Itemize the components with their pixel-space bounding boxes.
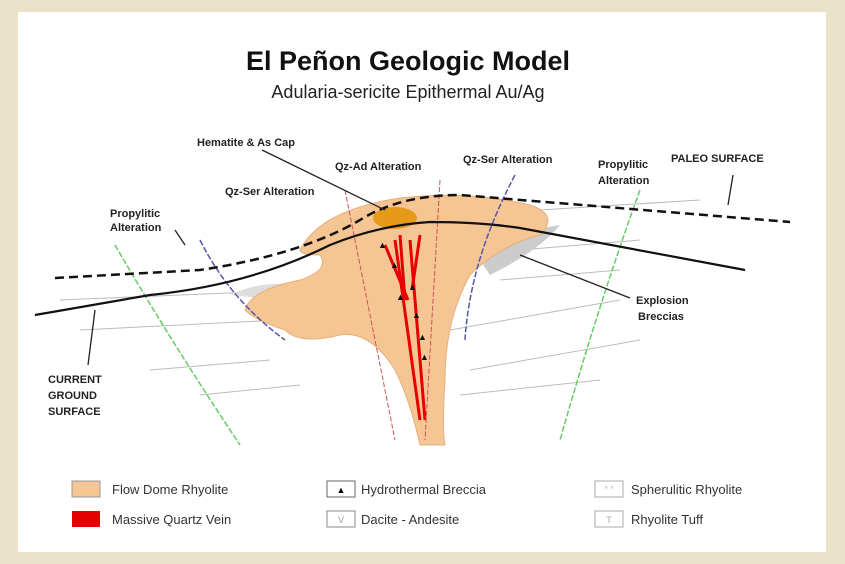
propylitic-boundary-right bbox=[559, 189, 641, 441]
svg-text:▲: ▲ bbox=[378, 240, 387, 250]
label-explosion: Explosion bbox=[636, 295, 689, 307]
label-propylitic-left: Propylitic bbox=[110, 208, 160, 220]
legend-swatch-quartz-vein bbox=[72, 511, 100, 527]
label-propylitic-right-2: Alteration bbox=[598, 175, 650, 187]
svg-text:▲: ▲ bbox=[418, 332, 427, 342]
legend-swatch-dacite bbox=[326, 510, 356, 528]
label-ground: GROUND bbox=[48, 390, 97, 402]
legend-swatch-spherulitic bbox=[594, 480, 624, 498]
qz-ser-boundary-right bbox=[464, 174, 516, 341]
legend-label: Massive Quartz Vein bbox=[112, 512, 231, 527]
legend-label: Flow Dome Rhyolite bbox=[112, 482, 228, 497]
propylitic-boundary-left bbox=[114, 244, 241, 446]
legend-swatch-flow-dome bbox=[71, 480, 101, 498]
qz-ad-boundary-left bbox=[344, 189, 396, 441]
legend-label: Rhyolite Tuff bbox=[631, 512, 703, 527]
legend-label: Dacite - Andesite bbox=[361, 512, 459, 527]
legend-label: Hydrothermal Breccia bbox=[361, 482, 487, 497]
svg-text:▲: ▲ bbox=[420, 352, 429, 362]
legend-swatch-tuff bbox=[594, 510, 624, 528]
breccia-symbol-icon: ▲ bbox=[337, 485, 346, 495]
massive-quartz-vein bbox=[383, 234, 427, 421]
leader-lines bbox=[87, 149, 734, 366]
breccia-symbols: ▲▲▲ ▲▲▲▲ bbox=[378, 240, 429, 362]
label-propylitic-left-2: Alteration bbox=[110, 222, 162, 234]
label-qz-ad: Qz-Ad Alteration bbox=[335, 161, 422, 173]
label-surface: SURFACE bbox=[48, 406, 101, 418]
svg-text:▲: ▲ bbox=[408, 282, 417, 292]
explosion-breccia-zone bbox=[480, 225, 560, 275]
svg-text:▲: ▲ bbox=[412, 310, 421, 320]
spherulitic-symbol-icon: ° ° bbox=[605, 485, 614, 494]
current-ground-surface-line bbox=[34, 220, 746, 317]
label-breccias: Breccias bbox=[638, 311, 684, 323]
label-propylitic-right: Propylitic bbox=[598, 159, 648, 171]
label-paleo-surface: PALEO SURFACE bbox=[671, 153, 764, 165]
legend: Flow Dome Rhyolite Massive Quartz Vein ▲… bbox=[71, 480, 742, 528]
qz-ad-boundary bbox=[424, 179, 441, 441]
strata-lines bbox=[59, 199, 701, 396]
legend-label: Spherulitic Rhyolite bbox=[631, 482, 742, 497]
title: El Peñon Geologic Model bbox=[246, 46, 570, 76]
svg-text:▲: ▲ bbox=[390, 260, 399, 270]
tuff-symbol-icon: T bbox=[606, 515, 612, 525]
label-qz-ser-right: Qz-Ser Alteration bbox=[463, 154, 553, 166]
label-current: CURRENT bbox=[48, 374, 102, 386]
paleo-surface-line bbox=[54, 193, 791, 280]
label-hematite-cap: Hematite & As Cap bbox=[197, 137, 295, 149]
svg-text:▲: ▲ bbox=[396, 292, 405, 302]
qz-ser-boundary-left bbox=[199, 239, 286, 341]
dacite-symbol-icon: V bbox=[338, 515, 344, 525]
flow-dome-rhyolite bbox=[244, 194, 549, 446]
label-qz-ser-left: Qz-Ser Alteration bbox=[225, 186, 315, 198]
subtitle: Adularia-sericite Epithermal Au/Ag bbox=[271, 82, 544, 102]
legend-swatch-breccia bbox=[326, 480, 356, 498]
